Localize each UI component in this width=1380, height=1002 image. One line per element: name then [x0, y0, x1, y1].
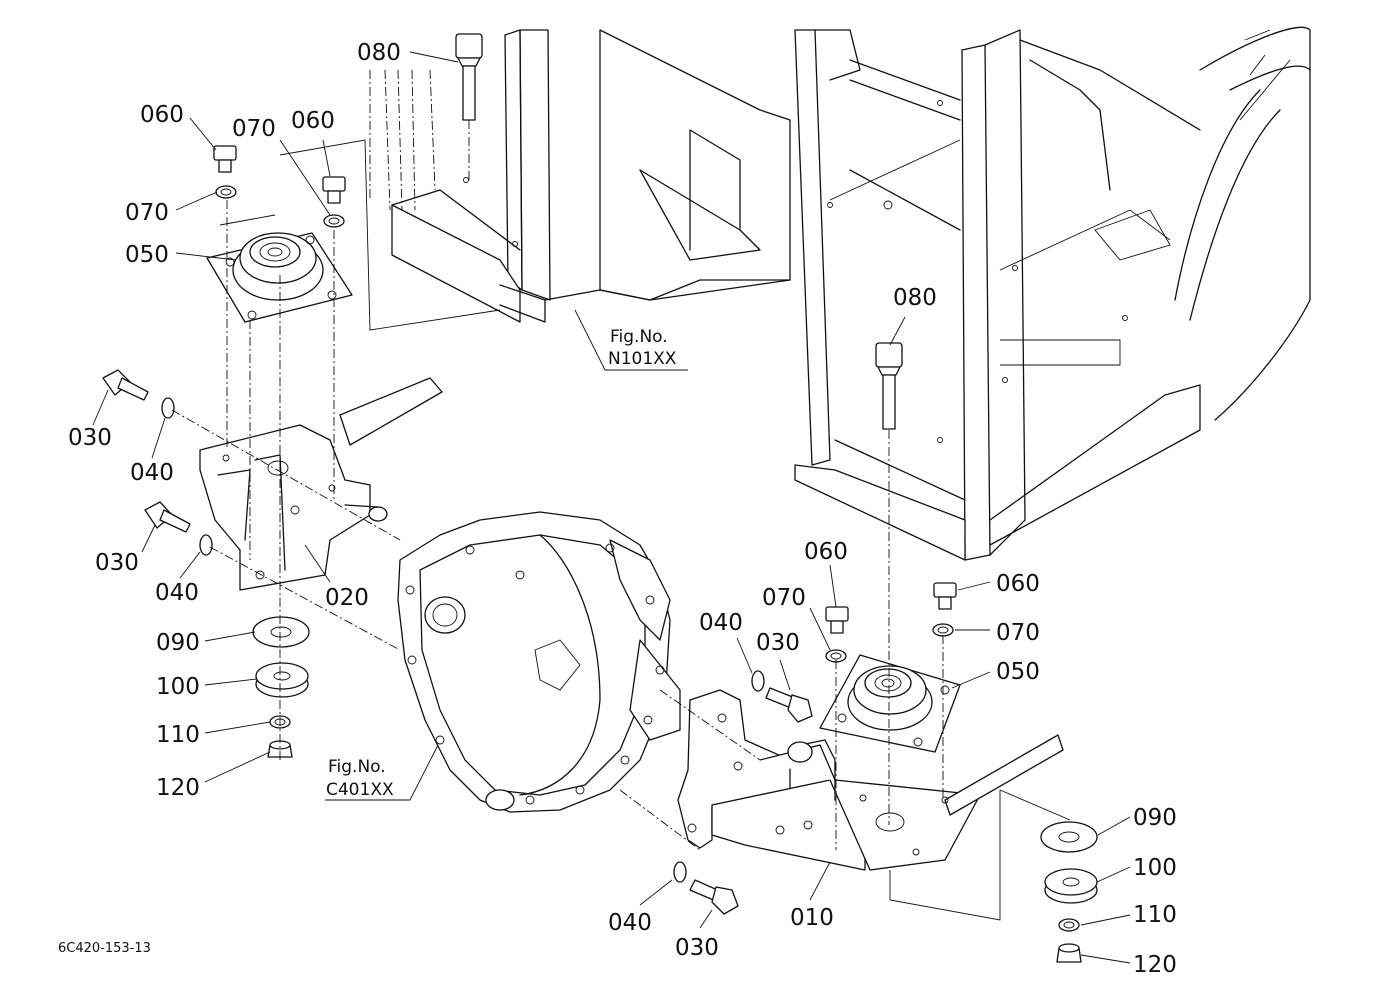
label-100-left: 100 — [156, 674, 200, 700]
label-060-r1: 060 — [804, 539, 848, 565]
label-070-left: 070 — [125, 200, 169, 226]
cushion-100-right — [1044, 868, 1098, 904]
label-080-right: 080 — [893, 285, 937, 311]
label-030-c: 030 — [756, 630, 800, 656]
label-090-right: 090 — [1133, 805, 1177, 831]
label-030-b: 030 — [95, 550, 139, 576]
label-060-r2: 060 — [996, 571, 1040, 597]
label-030-a: 030 — [68, 425, 112, 451]
label-060-left: 060 — [140, 102, 184, 128]
label-110-right: 110 — [1133, 902, 1177, 928]
label-050-right: 050 — [996, 659, 1040, 685]
leader-lines — [92, 51, 1131, 964]
bolt-080-right — [875, 342, 903, 430]
bolt-060-mid — [322, 176, 346, 204]
label-020: 020 — [325, 585, 369, 611]
label-010: 010 — [790, 905, 834, 931]
label-040-b: 040 — [155, 580, 199, 606]
washer-040-a — [161, 397, 175, 419]
label-070-upper: 070 — [232, 116, 276, 142]
cushion-100-left — [255, 662, 309, 698]
bolt-060-r2 — [933, 582, 957, 610]
fig-ref-n101-code: N101XX — [608, 349, 677, 369]
label-070-r2: 070 — [996, 620, 1040, 646]
washer-070-mid — [323, 214, 345, 228]
bracket-010 — [677, 689, 1064, 871]
label-040-a: 040 — [130, 460, 174, 486]
washer-040-d — [673, 861, 687, 883]
bolt-060-left — [213, 145, 237, 173]
washer-040-b — [199, 534, 213, 556]
label-040-c: 040 — [699, 610, 743, 636]
fig-ref-c401-label: Fig.No. — [328, 757, 386, 777]
label-090-left: 090 — [156, 630, 200, 656]
label-060-mid: 060 — [291, 108, 335, 134]
label-120-right: 120 — [1133, 952, 1177, 978]
nut-120-right — [1056, 943, 1082, 963]
bolt-030-a — [102, 369, 149, 401]
bracket-020 — [199, 377, 443, 591]
washer-040-c — [751, 670, 765, 692]
label-100-right: 100 — [1133, 855, 1177, 881]
figure-reference-n101: Fig.No. N101XX — [608, 327, 677, 369]
clutch-housing — [397, 511, 681, 813]
bolt-030-c — [765, 687, 813, 723]
bolt-060-r1 — [825, 606, 849, 634]
bolt-080-top — [455, 33, 483, 121]
label-030-d: 030 — [675, 935, 719, 961]
label-050-left: 050 — [125, 242, 169, 268]
washer-070-r2 — [932, 623, 954, 637]
drawing-code: 6C420-153-13 — [58, 941, 151, 956]
label-120-left: 120 — [156, 775, 200, 801]
fig-ref-n101-label: Fig.No. — [610, 327, 668, 347]
figure-reference-c401: Fig.No. C401XX — [326, 757, 394, 800]
bolt-030-d — [689, 879, 739, 915]
washer-090-right — [1040, 821, 1098, 853]
washer-090-left — [252, 616, 310, 648]
lockwasher-110-right — [1058, 918, 1080, 932]
label-070-r1: 070 — [762, 585, 806, 611]
isolator-mount-050-left — [206, 232, 353, 323]
bolt-030-b — [144, 501, 191, 533]
washer-070-left — [215, 185, 237, 199]
isolator-mount-050-right — [819, 654, 961, 753]
label-080-top: 080 — [357, 40, 401, 66]
part-labels: 080 060 070 060 070 050 030 040 030 040 … — [68, 40, 1177, 978]
fig-ref-c401-code: C401XX — [326, 780, 394, 800]
cab-frame — [369, 26, 1311, 561]
label-110-left: 110 — [156, 722, 200, 748]
label-040-d: 040 — [608, 910, 652, 936]
washer-070-r1 — [825, 649, 847, 663]
